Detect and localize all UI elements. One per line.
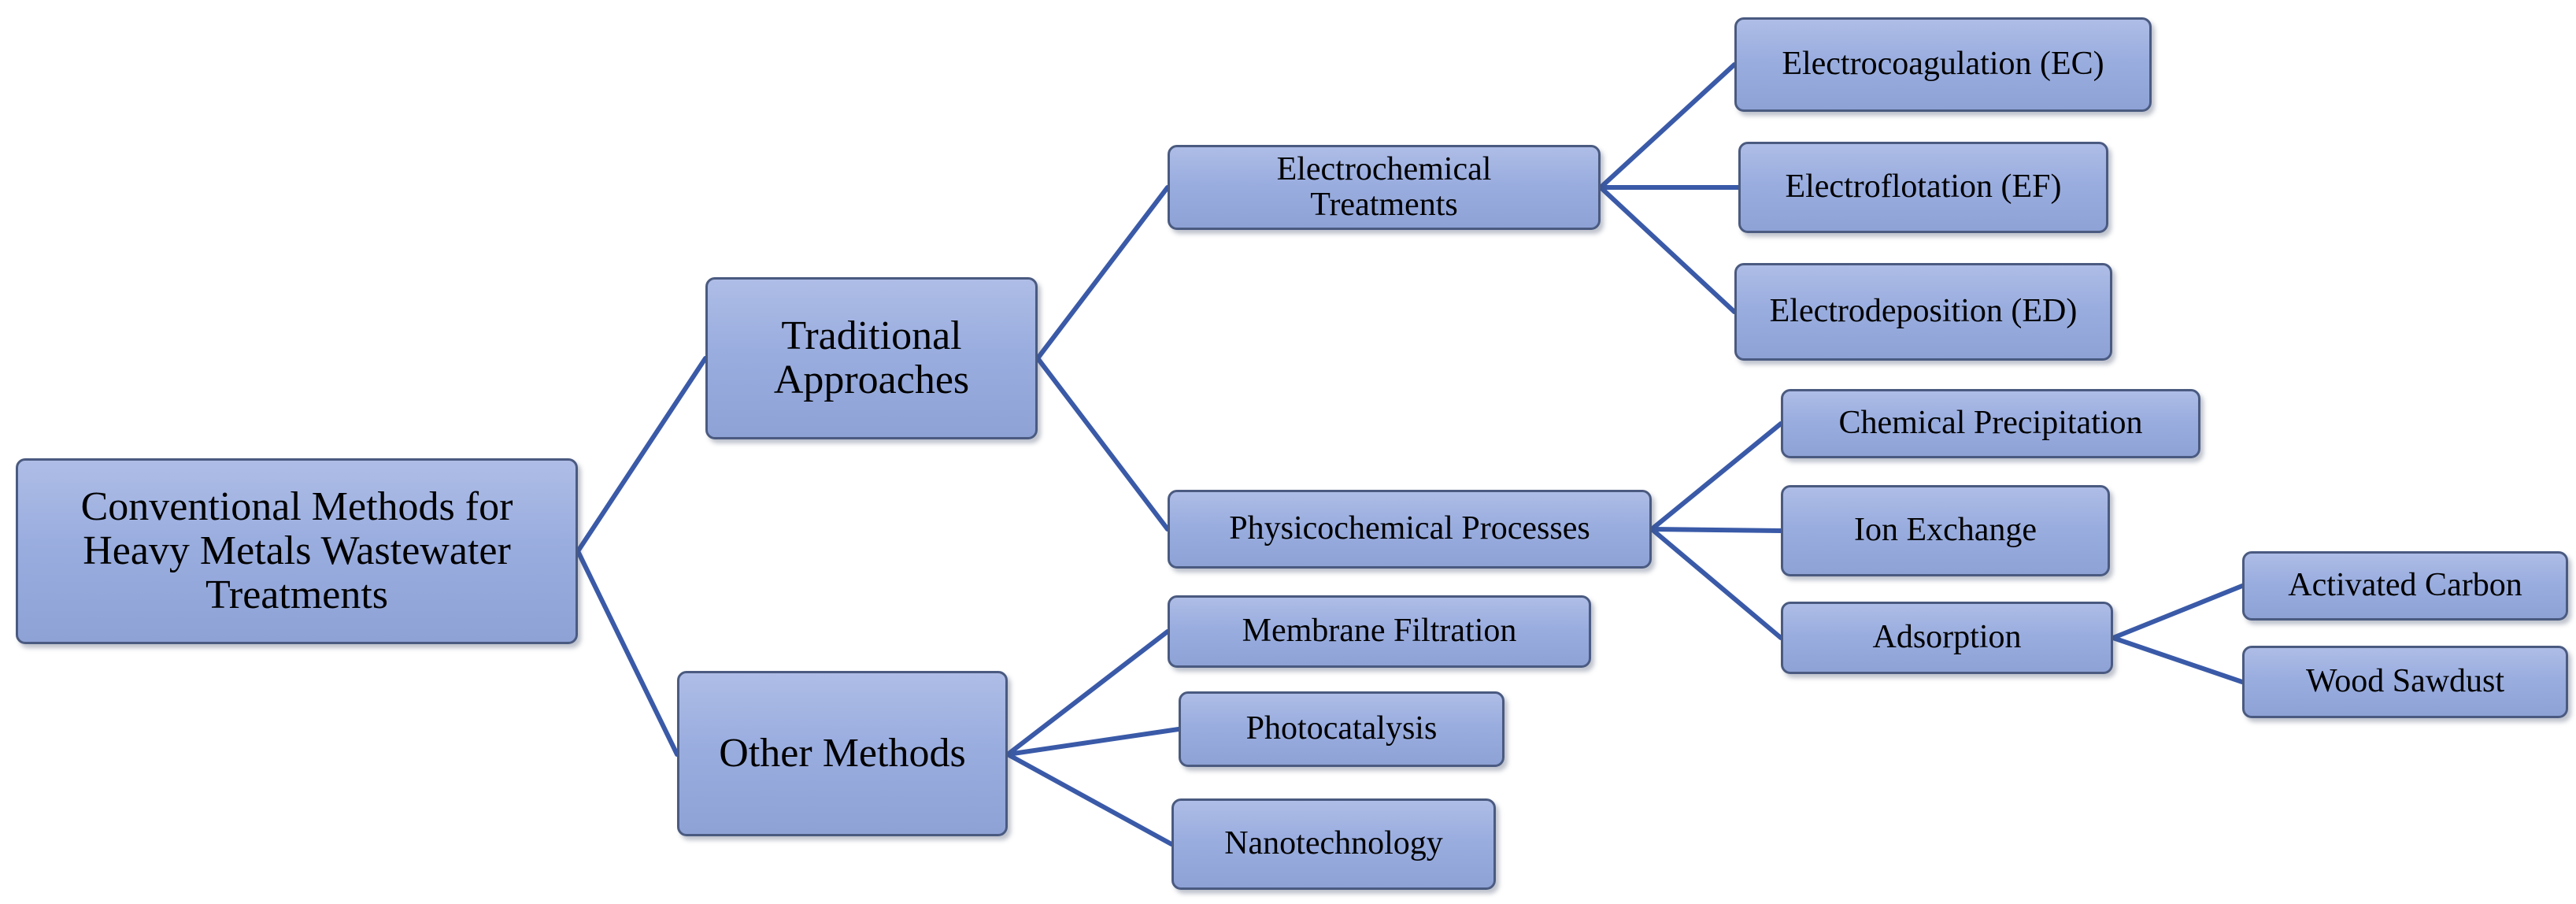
link-other-photocatalysis <box>1005 727 1181 757</box>
link-traditional-physicochemical <box>1035 356 1170 532</box>
link-electrochemical-electrodeposition <box>1598 185 1737 314</box>
node-nanotechnology: Nanotechnology <box>1171 798 1496 890</box>
link-other-nanotechnology <box>1005 752 1174 847</box>
node-label-line: Heavy Metals Wastewater <box>83 528 511 573</box>
node-photocatalysis: Photocatalysis <box>1179 691 1505 767</box>
link-physicochemical-ion-exchange <box>1649 527 1783 533</box>
link-traditional-electrochemical <box>1035 185 1170 361</box>
node-label: Chemical Precipitation <box>1838 405 2143 442</box>
link-root-traditional <box>576 356 708 554</box>
node-wood-sawdust: Wood Sawdust <box>2242 646 2568 718</box>
node-electrocoagulation: Electrocoagulation (EC) <box>1734 17 2152 112</box>
node-traditional-approaches: Traditional Approaches <box>705 277 1038 439</box>
node-electrochemical-treatments: Electrochemical Treatments <box>1168 145 1601 230</box>
node-label: Nanotechnology <box>1224 825 1443 862</box>
node-label-line: Electrochemical <box>1276 150 1492 187</box>
node-label: Electrodeposition (ED) <box>1769 293 2078 330</box>
node-label: Ion Exchange <box>1853 512 2037 549</box>
node-label: Adsorption <box>1872 619 2022 656</box>
node-label: Membrane Filtration <box>1242 613 1517 650</box>
link-adsorption-wood-sawdust <box>2111 635 2245 684</box>
node-chemical-precipitation: Chemical Precipitation <box>1781 389 2200 458</box>
node-label-line: Treatments <box>1310 187 1458 223</box>
node-electroflotation: Electroflotation (EF) <box>1738 142 2108 233</box>
node-label: Other Methods <box>719 730 966 776</box>
node-label-line: Conventional Methods for <box>80 483 513 529</box>
link-root-other <box>576 549 679 757</box>
node-label: Activated Carbon <box>2288 567 2522 604</box>
link-adsorption-activated-carbon <box>2111 584 2245 640</box>
node-other-methods: Other Methods <box>677 671 1008 836</box>
node-adsorption: Adsorption <box>1781 602 2113 674</box>
node-label-line: Approaches <box>773 358 970 402</box>
node-ion-exchange: Ion Exchange <box>1781 485 2110 576</box>
node-activated-carbon: Activated Carbon <box>2242 551 2568 621</box>
link-electrochemical-electrocoagulation <box>1598 62 1737 190</box>
link-other-membrane-filtration <box>1005 629 1170 757</box>
node-label: Photocatalysis <box>1245 710 1438 747</box>
link-physicochemical-adsorption <box>1649 527 1783 640</box>
node-membrane-filtration: Membrane Filtration <box>1168 595 1591 668</box>
node-label: Electroflotation (EF) <box>1785 169 2062 206</box>
node-label-line: Treatments <box>205 572 389 618</box>
node-electrodeposition: Electrodeposition (ED) <box>1734 263 2112 361</box>
node-label: Electrocoagulation (EC) <box>1782 46 2104 83</box>
node-physicochemical-processes: Physicochemical Processes <box>1168 490 1652 569</box>
node-conventional-methods: Conventional Methods for Heavy Metals Wa… <box>16 458 578 644</box>
node-label: Physicochemical Processes <box>1229 510 1590 547</box>
node-label: Wood Sawdust <box>2305 663 2505 700</box>
link-physicochemical-chemical-precipitation <box>1649 421 1783 532</box>
node-label-line: Traditional <box>781 313 962 358</box>
